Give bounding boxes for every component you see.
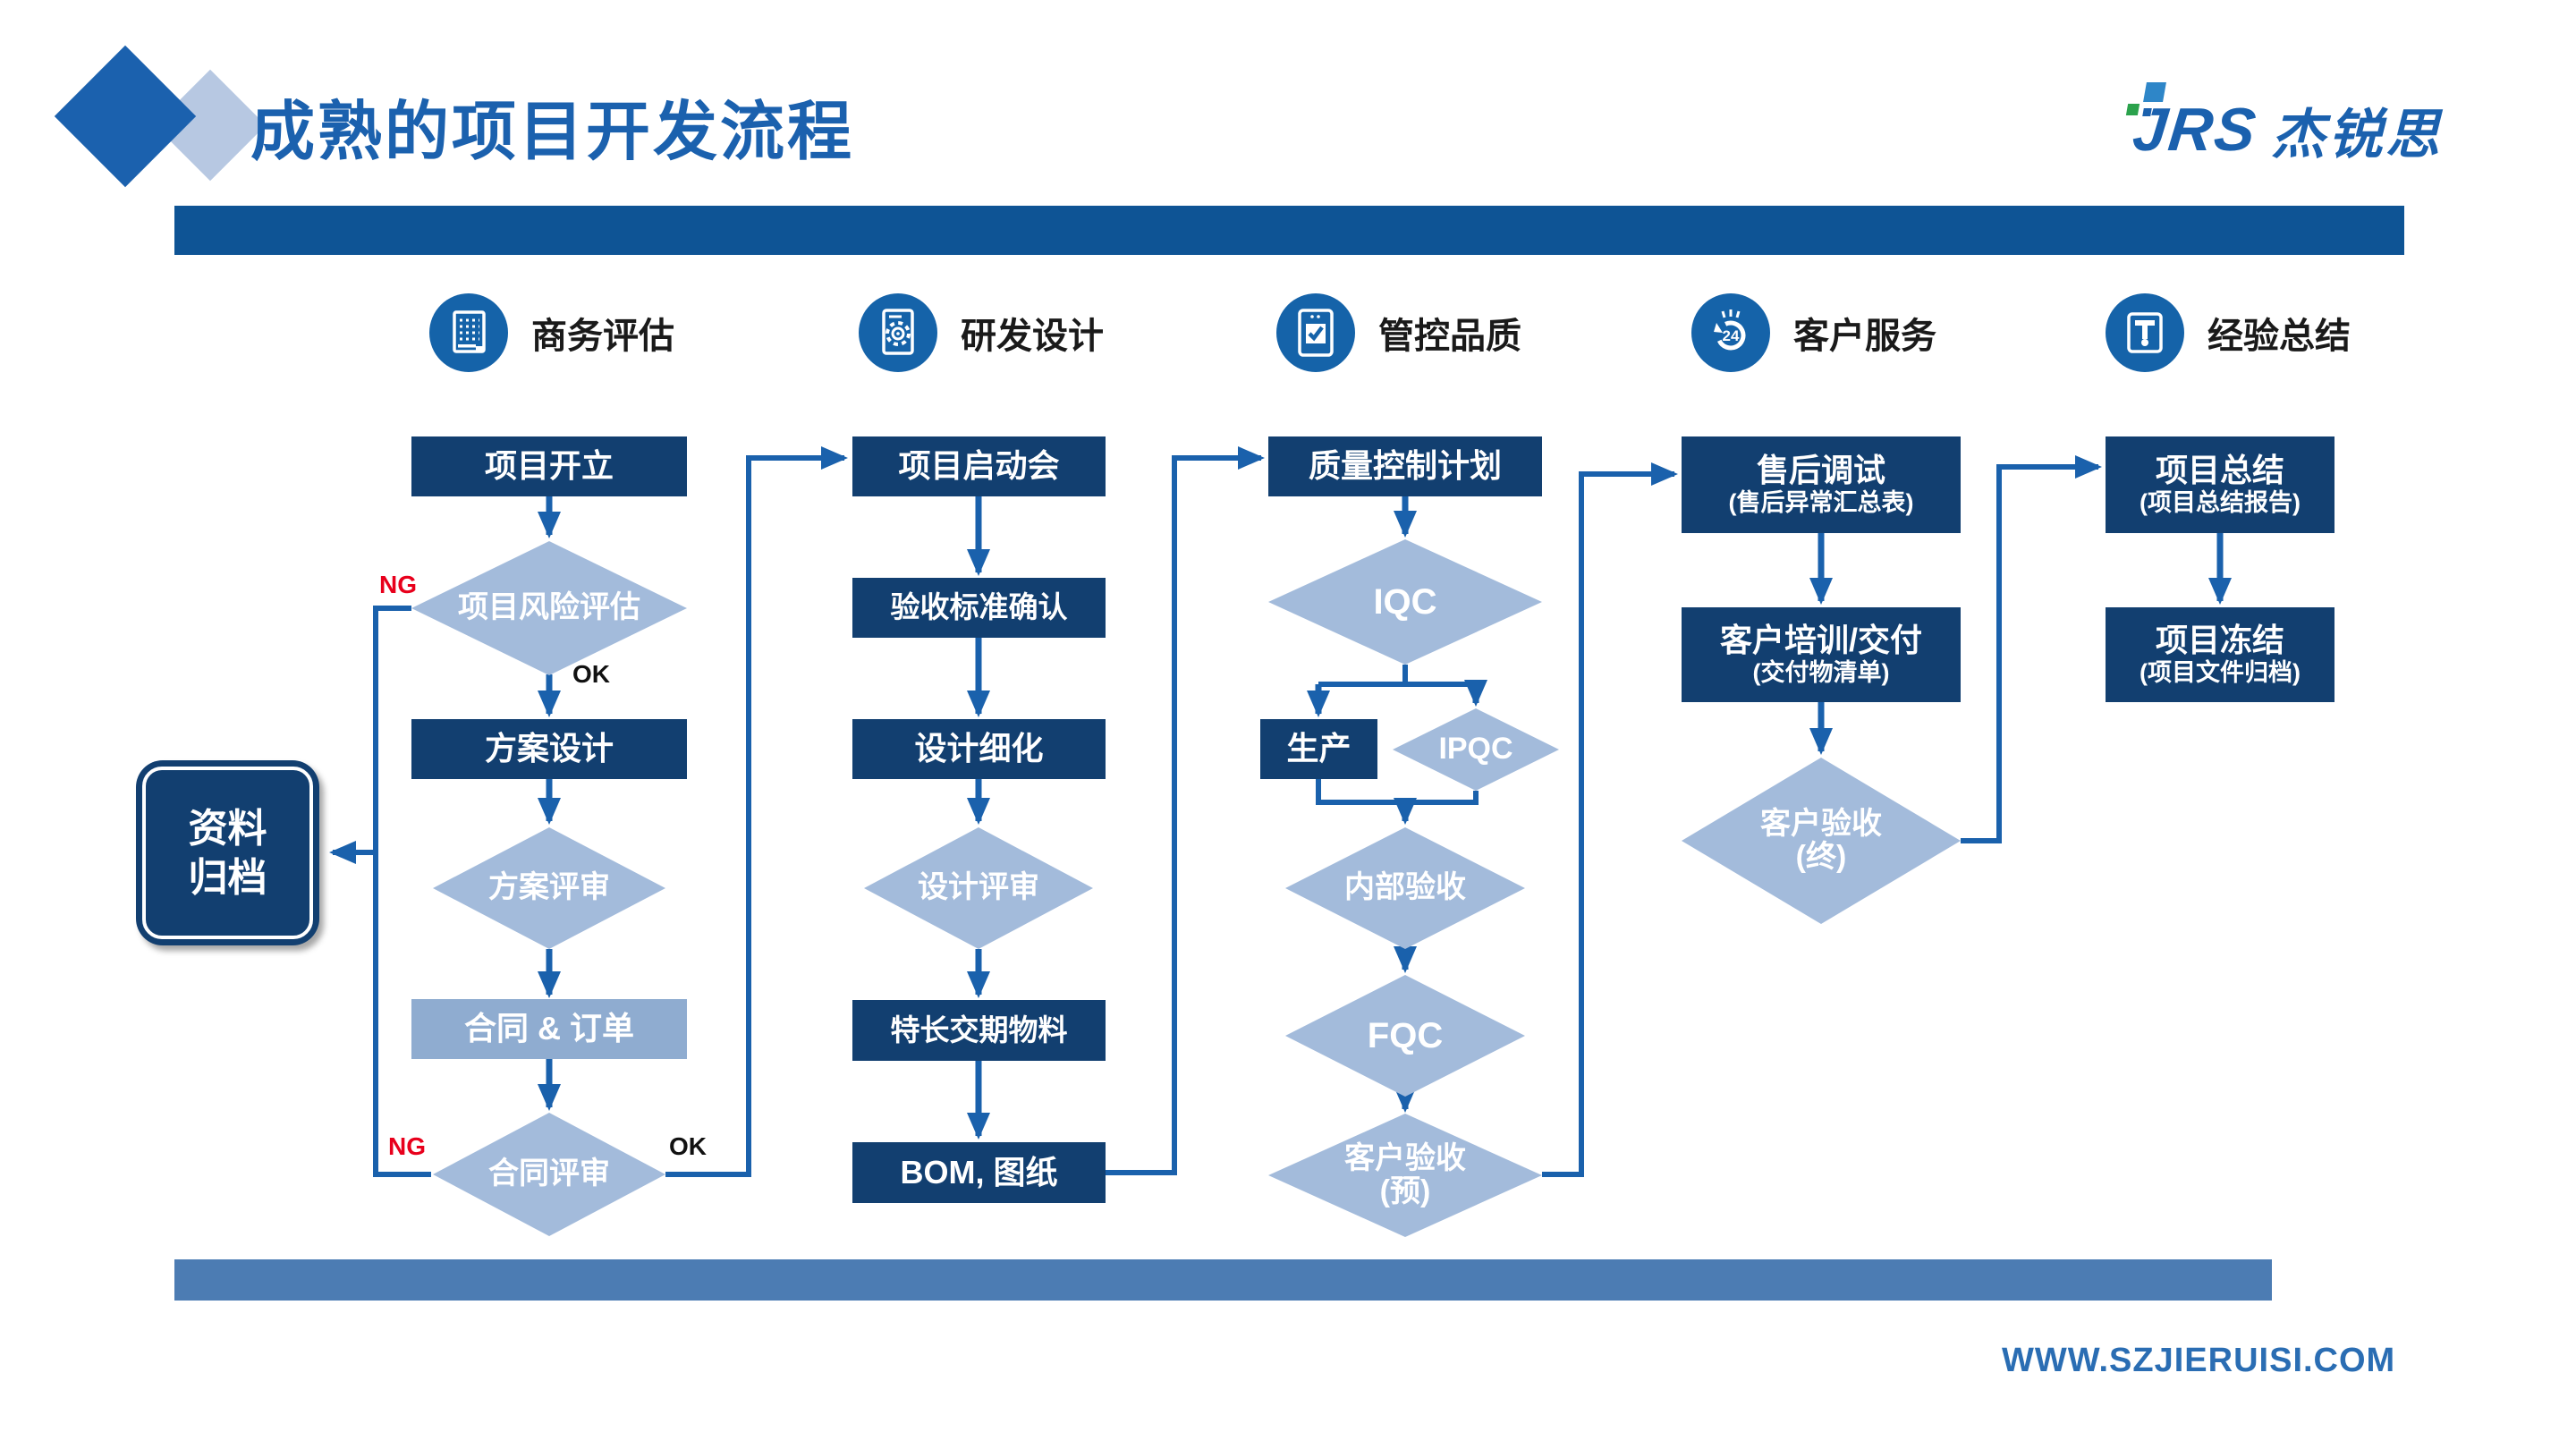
node-archive: 资料 归档: [136, 760, 319, 945]
node-design-detail: 设计细化: [852, 719, 1106, 779]
branch-lines: [373, 606, 1479, 1177]
section-header-label: 商务评估: [531, 317, 674, 356]
svg-text:24: 24: [1723, 327, 1740, 344]
loop-lines: [329, 446, 2102, 1177]
company-logo: JRS 杰锐思: [2130, 80, 2444, 179]
checklist-icon: [1276, 293, 1355, 372]
calculator-icon: [429, 293, 508, 372]
section-header-summary: 经验总结: [2106, 293, 2351, 372]
node-production: 生产: [1260, 719, 1377, 779]
node-bom-drawings: BOM, 图纸: [852, 1142, 1106, 1203]
website-url: WWW.SZJIERUISI.COM: [2002, 1342, 2396, 1379]
label-ng-risk: NG: [379, 571, 417, 598]
node-project-open: 项目开立: [411, 436, 687, 496]
node-customer-training: 客户培训/交付 (交付物清单): [1682, 607, 1961, 702]
node-kickoff: 项目启动会: [852, 436, 1106, 496]
section-header-label: 研发设计: [961, 317, 1104, 356]
label-ok-risk: OK: [572, 660, 610, 688]
node-project-freeze: 项目冻结 (项目文件归档): [2106, 607, 2334, 702]
section-header-service: 24 客户服务: [1691, 293, 1936, 372]
node-long-lead-material: 特长交期物料: [852, 1000, 1106, 1061]
node-project-summary: 项目总结 (项目总结报告): [2106, 436, 2334, 533]
text-tool-icon: [2106, 293, 2184, 372]
down-arrows: [538, 496, 2232, 1140]
section-header-label: 管控品质: [1378, 317, 1521, 356]
section-header-business: 商务评估: [429, 293, 674, 372]
node-acceptance-confirm: 验收标准确认: [852, 578, 1106, 638]
section-header-rnd: 研发设计: [859, 293, 1104, 372]
node-contract-order: 合同 & 订单: [411, 999, 687, 1059]
node-scheme-design: 方案设计: [411, 719, 687, 779]
logo-name: 杰锐思: [2271, 104, 2444, 165]
label-ng-contract: NG: [388, 1132, 426, 1160]
node-quality-plan: 质量控制计划: [1268, 436, 1542, 496]
label-ok-contract: OK: [669, 1132, 707, 1160]
section-header-label: 经验总结: [2207, 317, 2351, 356]
node-after-sales-debug: 售后调试 (售后异常汇总表): [1682, 436, 1961, 533]
section-header-label: 客户服务: [1793, 317, 1936, 356]
service-24h-icon: 24: [1691, 293, 1770, 372]
bottom-divider-bar: [174, 1259, 2272, 1301]
gear-machine-icon: [859, 293, 937, 372]
page-title: 成熟的项目开发流程: [250, 97, 855, 168]
top-divider-bar: [174, 206, 2404, 255]
section-header-quality: 管控品质: [1276, 293, 1521, 372]
